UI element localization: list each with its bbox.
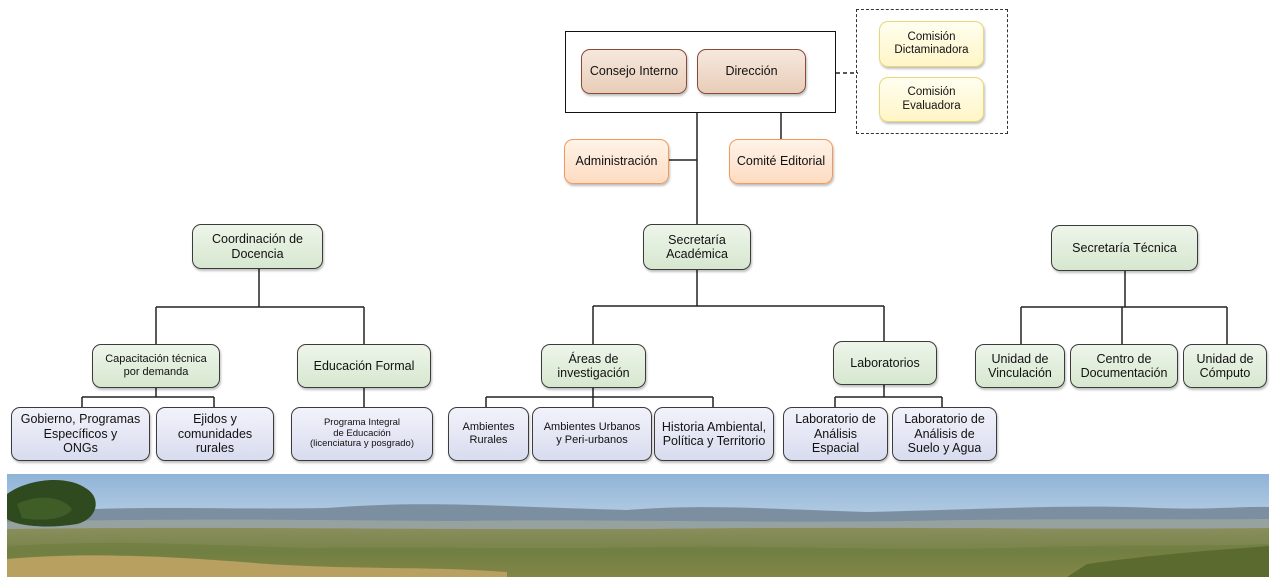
node-ambientes-rurales[interactable]: Ambientes Rurales: [448, 407, 529, 461]
node-administracion[interactable]: Administración: [564, 139, 669, 184]
node-gobierno-programas[interactable]: Gobierno, Programas Específicos y ONGs: [11, 407, 150, 461]
node-ejidos[interactable]: Ejidos y comunidades rurales: [156, 407, 274, 461]
node-laboratorios[interactable]: Laboratorios: [833, 341, 937, 385]
commissions-frame: [856, 9, 1008, 134]
node-secretaria-tecnica[interactable]: Secretaría Técnica: [1051, 225, 1198, 271]
node-centro-documentacion[interactable]: Centro de Documentación: [1070, 344, 1178, 388]
node-programa-integral[interactable]: Programa Integral de Educación (licencia…: [291, 407, 433, 461]
node-capacitacion-tecnica[interactable]: Capacitación técnica por demanda: [92, 344, 220, 388]
node-comision-dictaminadora[interactable]: Comisión Dictaminadora: [879, 21, 984, 67]
org-chart-connectors: [81, 72, 1228, 407]
node-unidad-computo[interactable]: Unidad de Cómputo: [1183, 344, 1267, 388]
node-ambientes-urbanos[interactable]: Ambientes Urbanos y Peri-urbanos: [532, 407, 652, 461]
node-unidad-vinculacion[interactable]: Unidad de Vinculación: [975, 344, 1065, 388]
node-coordinacion-docencia[interactable]: Coordinación de Docencia: [192, 224, 323, 269]
landscape-panorama-image: [7, 474, 1269, 577]
node-comite-editorial[interactable]: Comité Editorial: [729, 139, 833, 184]
node-comision-evaluadora[interactable]: Comisión Evaluadora: [879, 77, 984, 122]
node-secretaria-academica[interactable]: Secretaría Académica: [643, 224, 751, 270]
node-consejo-interno[interactable]: Consejo Interno: [581, 49, 687, 94]
node-lab-analisis-espacial[interactable]: Laboratorio de Análisis Espacial: [783, 407, 888, 461]
node-lab-suelo-agua[interactable]: Laboratorio de Análisis de Suelo y Agua: [892, 407, 997, 461]
node-areas-investigacion[interactable]: Áreas de investigación: [541, 344, 646, 388]
node-direccion[interactable]: Dirección: [697, 49, 806, 94]
node-educacion-formal[interactable]: Educación Formal: [297, 344, 431, 388]
node-historia-ambiental[interactable]: Historia Ambiental, Política y Territori…: [654, 407, 774, 461]
